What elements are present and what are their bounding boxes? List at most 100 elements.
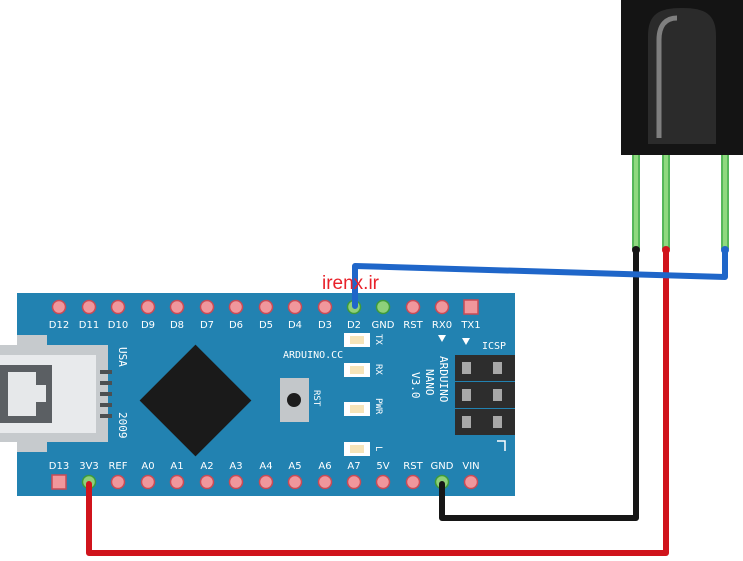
wires: [86, 246, 729, 556]
pin-D6: [228, 299, 244, 315]
ir-lead-1-core: [634, 155, 638, 249]
model-line-1: ARDUINO: [437, 356, 450, 402]
pin-D4: [287, 299, 303, 315]
pin-A3: [228, 474, 244, 490]
led-tx-label: TX: [373, 334, 383, 345]
label-RX0: RX0: [432, 320, 452, 331]
led-pwr-label: PWR: [373, 398, 383, 415]
led-rx-lens: [350, 366, 364, 374]
pin-RST-bottom: [405, 474, 421, 490]
icsp-pin-1: [462, 362, 471, 374]
pin-D7: [199, 299, 215, 315]
top-pin-labels: D12 D11 D10 D9 D8 D7 D6 D5 D4 D3 D2 GND …: [49, 320, 481, 331]
watermark: irenx.ir: [322, 273, 380, 294]
reset-button: RST: [280, 378, 321, 422]
label-VIN: VIN: [462, 461, 479, 472]
pin-A0: [140, 474, 156, 490]
label-A4: A4: [259, 461, 272, 472]
ir-receiver-dome: [648, 8, 716, 144]
pin-D11: [81, 299, 97, 315]
usb-pin-5: [100, 414, 112, 418]
label-D2: D2: [347, 320, 361, 331]
model-line-3: V3.0: [409, 372, 422, 399]
signal-wire: [352, 247, 728, 309]
label-TX1: TX1: [460, 320, 480, 331]
usb-pin-3: [100, 392, 112, 396]
label-D13: D13: [49, 461, 69, 472]
pin-A6: [317, 474, 333, 490]
label-D7: D7: [200, 320, 214, 331]
label-A3: A3: [229, 461, 242, 472]
usb-pin-1: [100, 370, 112, 374]
pin-D8: [169, 299, 185, 315]
icsp-pin-6: [493, 416, 502, 428]
label-D8: D8: [170, 320, 184, 331]
label-3V3: 3V3: [79, 461, 99, 472]
led-rx-label: RX: [373, 364, 383, 375]
pin-RX0: [434, 299, 450, 315]
led-pwr-lens: [350, 405, 364, 413]
icsp-pin-5: [462, 416, 471, 428]
year-marking: 2009: [116, 412, 129, 439]
usa-marking: USA: [116, 347, 129, 367]
pin-D12: [51, 299, 67, 315]
label-D4: D4: [288, 320, 302, 331]
label-D3: D3: [318, 320, 332, 331]
label-D5: D5: [259, 320, 273, 331]
usb-pin-2: [100, 381, 112, 385]
icsp-triangle-icon: [462, 338, 470, 345]
bottom-pin-labels: D13 3V3 REF A0 A1 A2 A3 A4 A5 A6 A7 5V R…: [49, 461, 480, 472]
pin-D13: [51, 474, 67, 490]
top-pin-row: [51, 299, 479, 315]
pin-TX1: [463, 299, 479, 315]
wire-end-power: [662, 246, 670, 254]
ir-lead-3-core: [723, 155, 727, 249]
usb-pin-4: [100, 403, 112, 407]
icsp-pin-2: [493, 362, 502, 374]
pin-A2: [199, 474, 215, 490]
brand-text: ARDUINO.CC: [283, 350, 343, 361]
reset-label: RST: [311, 390, 321, 407]
ir-receiver: [621, 0, 743, 249]
label-GND-bottom: GND: [431, 461, 454, 472]
usb-tab-bottom: [17, 440, 47, 452]
label-A5: A5: [288, 461, 301, 472]
label-A7: A7: [347, 461, 360, 472]
model-line-2: NANO: [423, 369, 436, 396]
pin-A4: [258, 474, 274, 490]
label-D6: D6: [229, 320, 243, 331]
label-D12: D12: [49, 320, 69, 331]
arduino-nano-board: D12 D11 D10 D9 D8 D7 D6 D5 D4 D3 D2 GND …: [0, 293, 515, 496]
pin-5V: [375, 474, 391, 490]
ground-wire: [439, 247, 639, 521]
label-GND-top: GND: [372, 320, 395, 331]
model-marking: ARDUINO NANO V3.0: [409, 335, 450, 402]
label-A6: A6: [318, 461, 331, 472]
led-l-lens: [350, 445, 364, 453]
status-leds: TX RX PWR L: [344, 333, 383, 456]
icsp-label: ICSP: [482, 341, 506, 352]
led-l-label: L: [373, 446, 383, 451]
wire-end-signal: [721, 246, 729, 254]
pin-RST-top: [405, 299, 421, 315]
label-D9: D9: [141, 320, 155, 331]
wire-end-ground: [632, 246, 640, 254]
model-triangle-icon: [438, 335, 446, 342]
label-D10: D10: [108, 320, 128, 331]
icsp-pin-3: [462, 389, 471, 401]
pin-D3: [317, 299, 333, 315]
pin-D5: [258, 299, 274, 315]
bottom-pin-row: [51, 474, 479, 490]
label-RST-top: RST: [403, 320, 423, 331]
pin-A5: [287, 474, 303, 490]
mini-usb-connector: [0, 335, 112, 452]
usb-tab-top: [17, 335, 47, 347]
ir-receiver-dome-highlight: [656, 15, 678, 138]
label-A0: A0: [141, 461, 154, 472]
icsp-corner-mark: [497, 440, 506, 451]
pin-D9: [140, 299, 156, 315]
pin-GND-top: [375, 299, 391, 315]
pin-VIN: [463, 474, 479, 490]
label-A2: A2: [200, 461, 213, 472]
